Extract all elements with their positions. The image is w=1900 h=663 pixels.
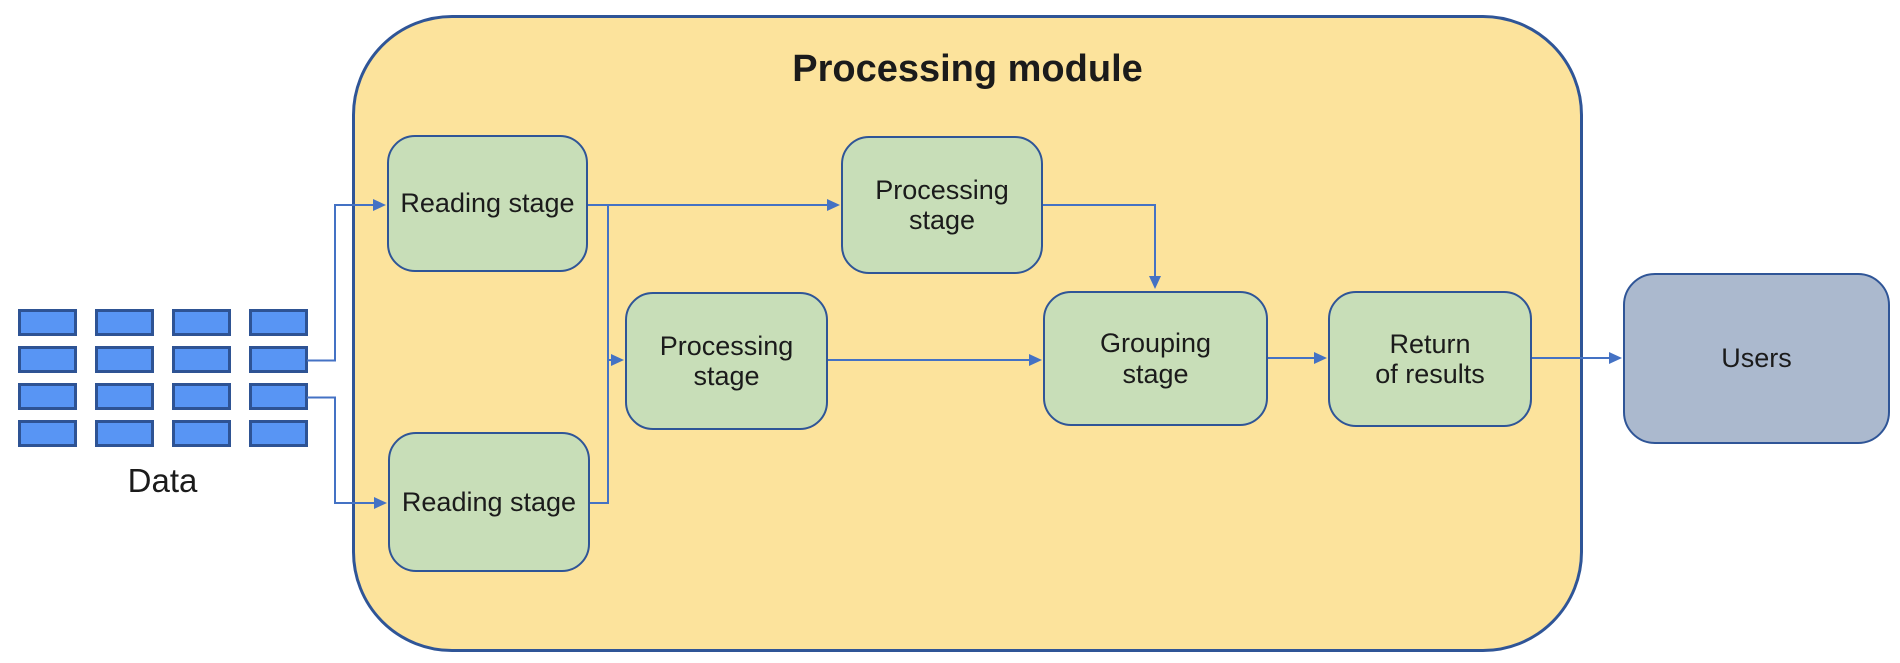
data-block [95,420,154,447]
data-block [249,383,308,410]
data-block [18,309,77,336]
data-label: Data [127,462,198,499]
data-block [249,309,308,336]
data-block [18,420,77,447]
node-processing-stage-middle: Processing stage [625,292,828,430]
data-block [18,346,77,373]
data-block [249,346,308,373]
data-grid [18,309,308,447]
node-reading-stage-top: Reading stage [387,135,588,272]
data-block [95,309,154,336]
data-block [172,420,231,447]
node-reading-stage-bottom: Reading stage [388,432,590,572]
node-processing-stage-top: Processing stage [841,136,1043,274]
node-grouping-stage: Grouping stage [1043,291,1268,426]
node-users: Users [1623,273,1890,444]
data-block [18,383,77,410]
data-block [172,346,231,373]
arrowhead [1609,352,1622,364]
node-return-of-results: Return of results [1328,291,1532,427]
data-block [249,420,308,447]
data-block [172,383,231,410]
data-block [95,383,154,410]
data-block [172,309,231,336]
data-block [95,346,154,373]
processing-module-title: Processing module [792,48,1143,90]
